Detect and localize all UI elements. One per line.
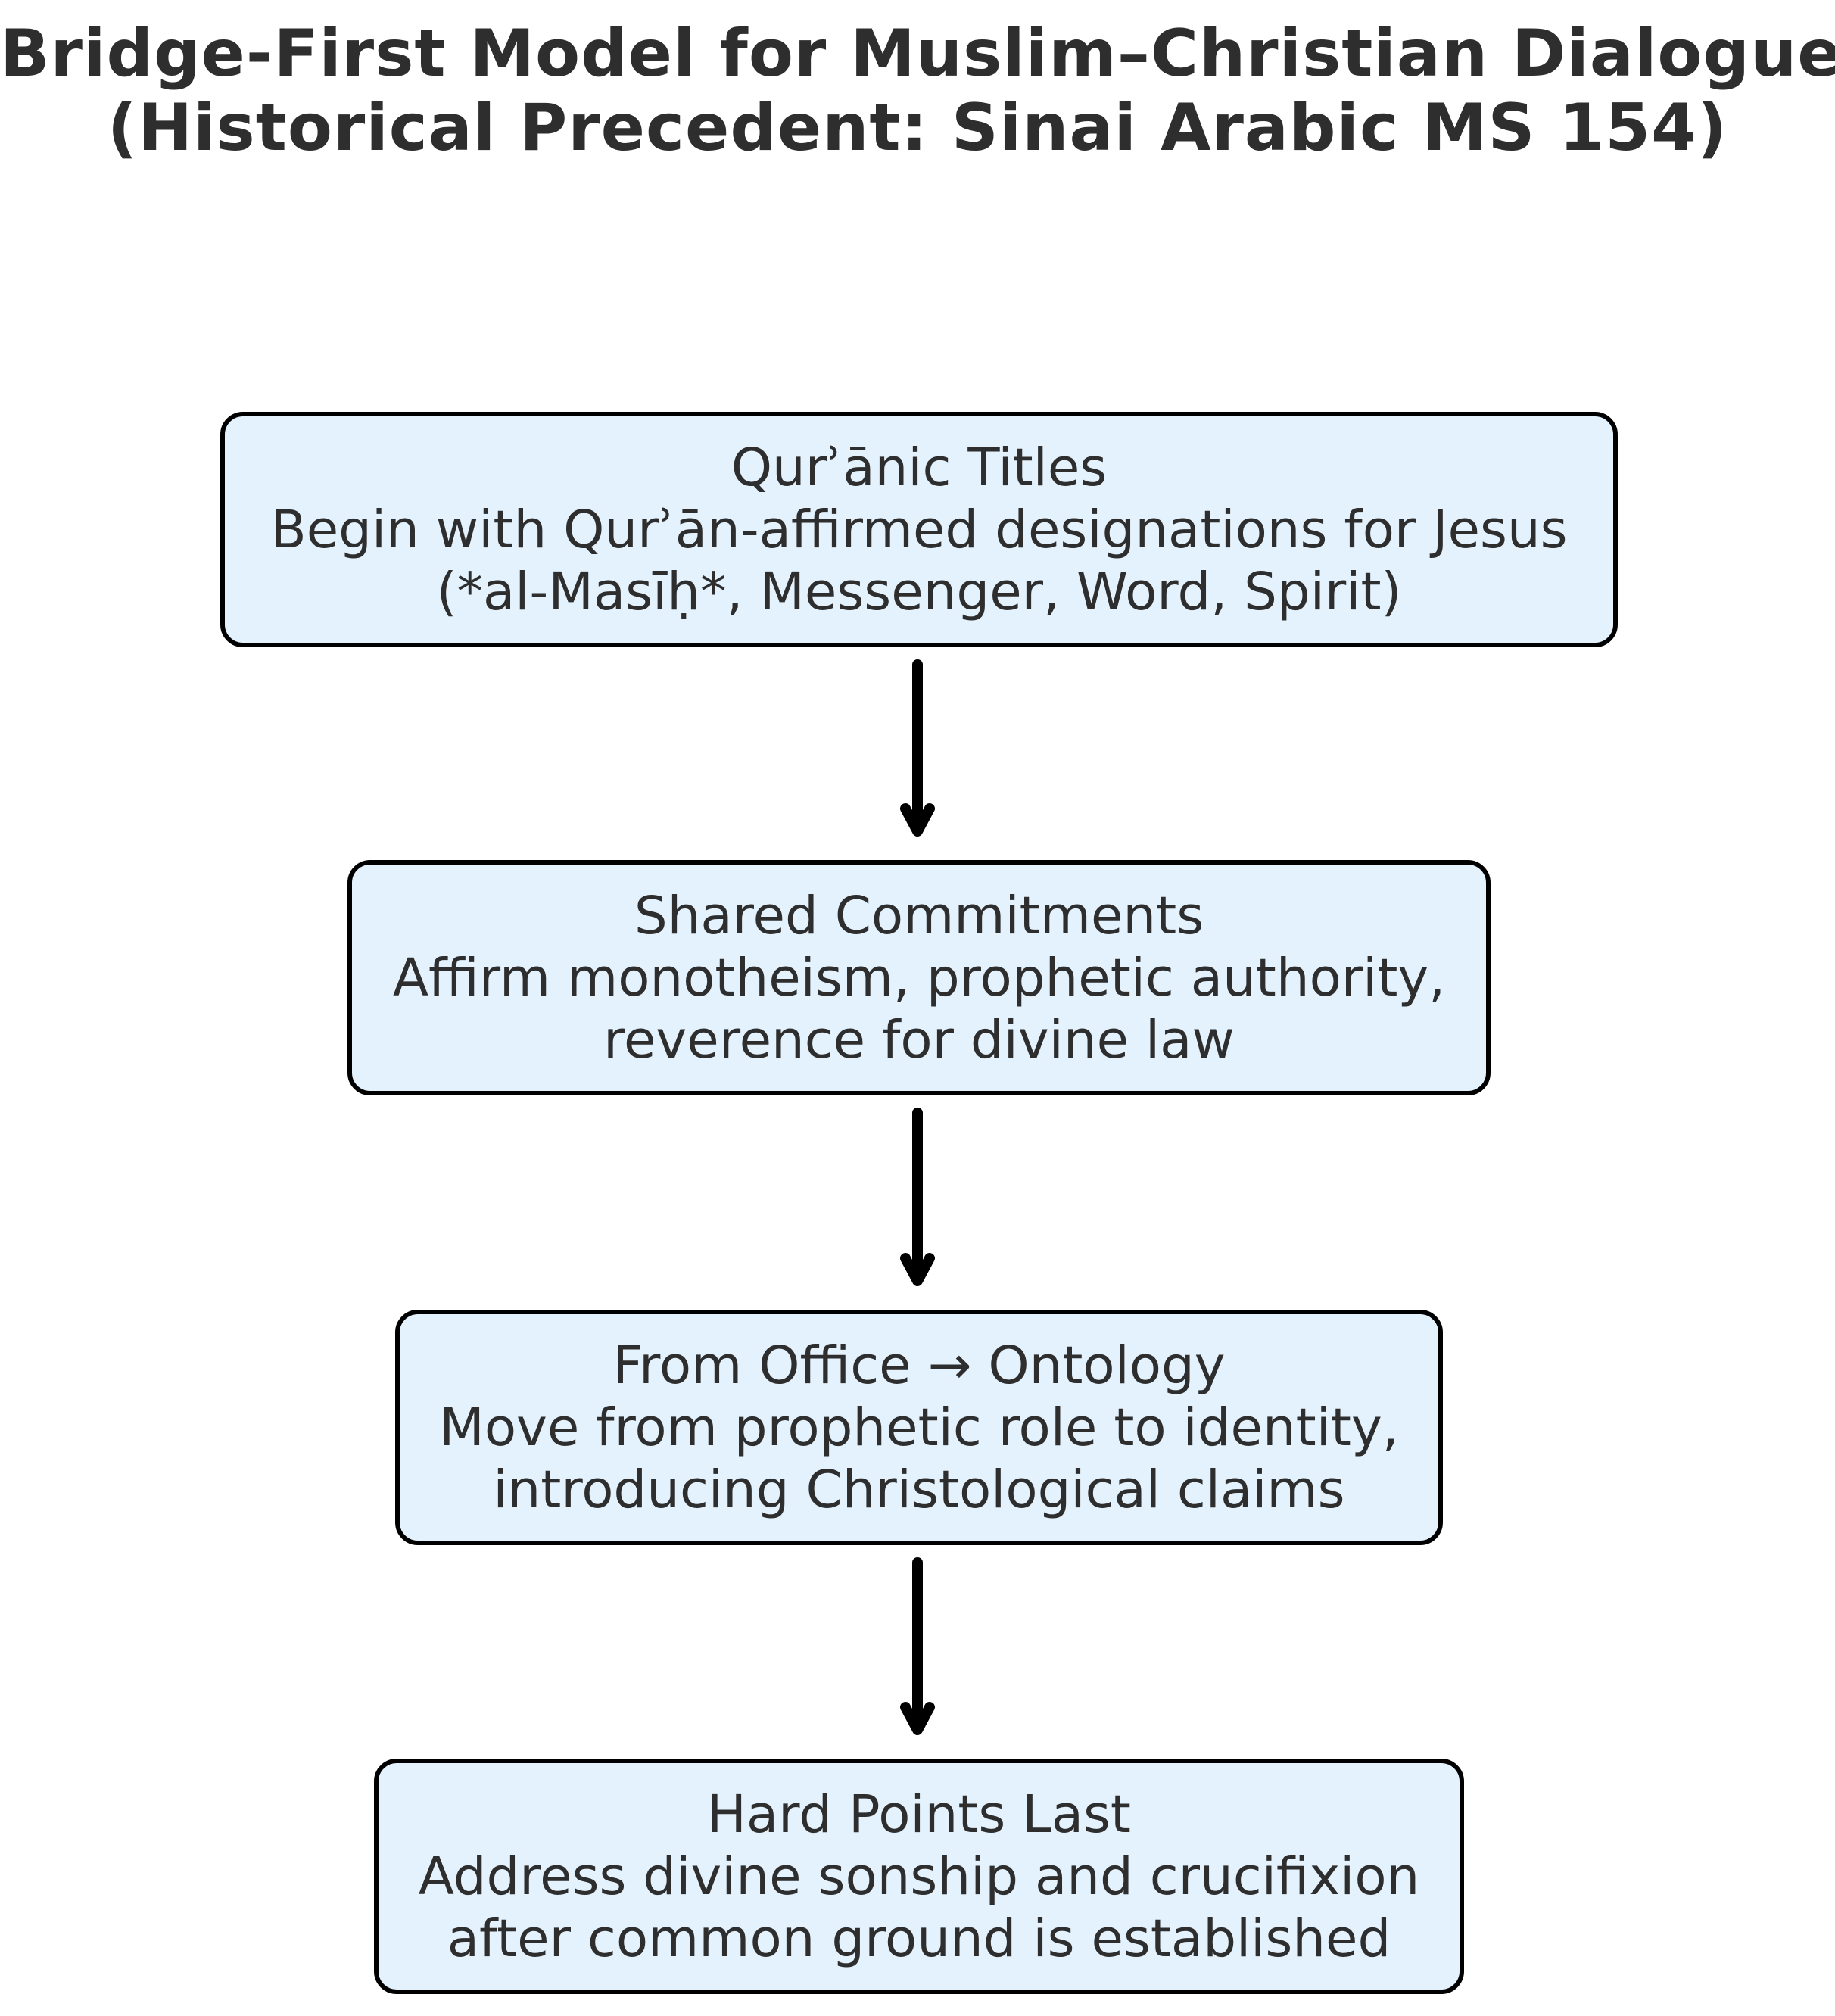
step-heading: Hard Points Last (707, 1784, 1131, 1845)
arrow-1-to-2 (900, 659, 935, 837)
step-heading: Qurʾānic Titles (731, 437, 1108, 498)
title-line-1: Bridge-First Model for Muslim–Christian … (0, 16, 1835, 92)
diagram-title: Bridge-First Model for Muslim–Christian … (0, 17, 1835, 165)
step-text-line: after common ground is established (447, 1908, 1391, 1969)
step-text-line: Address divine sonship and crucifixion (418, 1846, 1420, 1907)
step-box-quranic-titles: Qurʾānic Titles Begin with Qurʾān-affirm… (220, 412, 1618, 647)
step-box-office-to-ontology: From Office → Ontology Move from prophet… (395, 1310, 1443, 1545)
step-text-line: Begin with Qurʾān-affirmed designations … (270, 499, 1568, 560)
step-heading: From Office → Ontology (612, 1335, 1226, 1396)
title-line-2: (Historical Precedent: Sinai Arabic MS 1… (107, 90, 1728, 166)
arrow-3-to-4 (900, 1557, 935, 1735)
step-box-shared-commitments: Shared Commitments Affirm monotheism, pr… (347, 860, 1491, 1095)
arrow-2-to-3 (900, 1108, 935, 1286)
step-text-line: introducing Christological claims (493, 1459, 1345, 1520)
step-text-line: (*al-Masīḥ*, Messenger, Word, Spirit) (436, 561, 1402, 622)
step-text-line: reverence for divine law (603, 1009, 1235, 1070)
step-box-hard-points-last: Hard Points Last Address divine sonship … (374, 1759, 1464, 1994)
step-text-line: Move from prophetic role to identity, (439, 1397, 1399, 1458)
step-heading: Shared Commitments (634, 885, 1204, 946)
step-text-line: Affirm monotheism, prophetic authority, (392, 947, 1446, 1008)
